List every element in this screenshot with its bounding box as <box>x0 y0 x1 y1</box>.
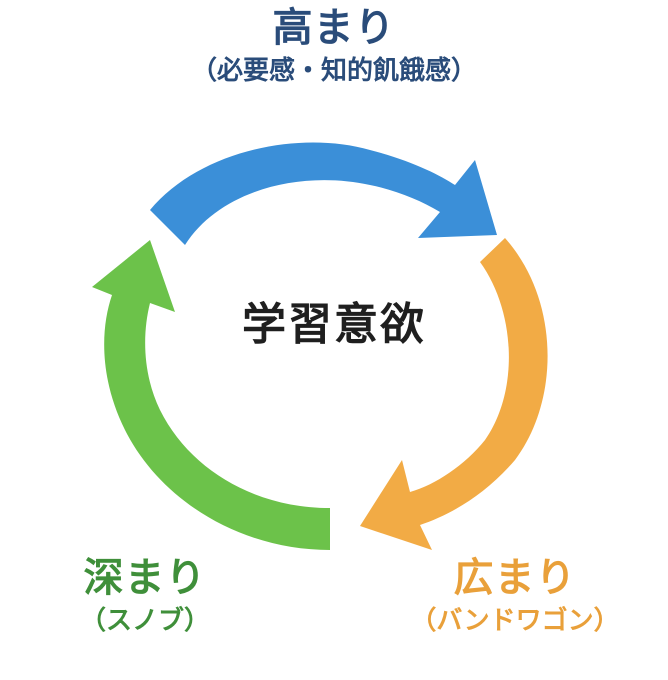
arrow-takamari <box>150 142 497 245</box>
stage-takamari-subtitle: （必要感・知的飢餓感） <box>190 56 477 86</box>
stage-hiromari: 広まり （バンドワゴン） <box>380 556 650 636</box>
arrow-hiromari <box>360 238 548 550</box>
stage-fukamari-subtitle: （スノブ） <box>79 606 210 636</box>
stage-hiromari-title: 広まり <box>453 555 577 601</box>
stage-fukamari-title: 深まり <box>83 555 207 601</box>
stage-takamari: 高まり （必要感・知的飢餓感） <box>0 6 668 86</box>
stage-fukamari: 深まり （スノブ） <box>40 556 250 636</box>
stage-takamari-title: 高まり <box>272 5 396 51</box>
center-label-gakushu-iyoku: 学習意欲 <box>242 299 426 350</box>
stage-hiromari-subtitle: （バンドワゴン） <box>410 606 620 636</box>
arrow-fukamari <box>92 240 330 550</box>
